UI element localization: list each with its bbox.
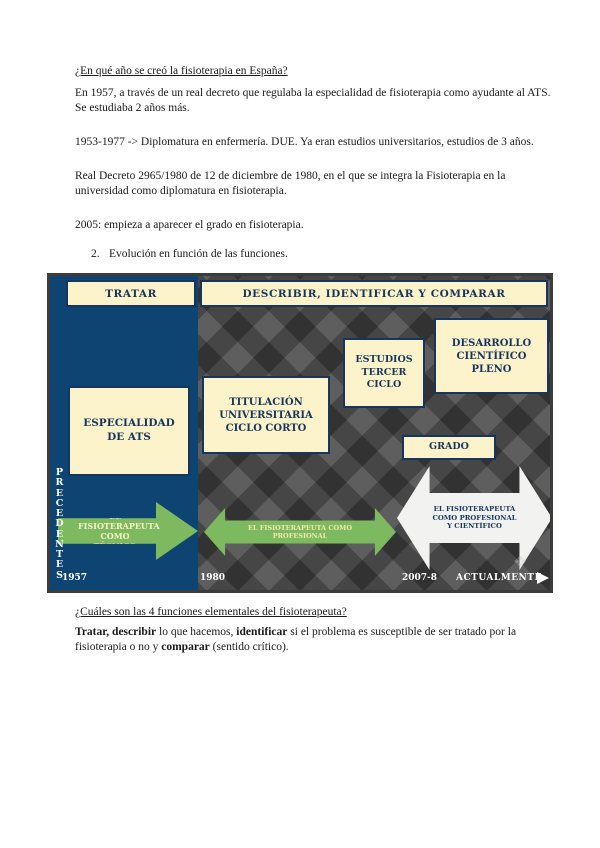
list-item-evolucion: 2. Evolución en función de las funciones… bbox=[91, 247, 552, 263]
year-1957: 1957 bbox=[62, 573, 88, 583]
header-tratar: TRATAR bbox=[66, 280, 196, 307]
box-titulacion-universitaria: TITULACIÓN UNIVERSITARIA CICLO CORTO bbox=[202, 376, 330, 454]
notes-section-top: ¿En qué año se creó la fisioterapia en E… bbox=[75, 0, 552, 263]
label-actualmente: ACTUALMENTE bbox=[456, 573, 542, 583]
list-item-number: 2. bbox=[91, 248, 100, 261]
answer-bold-tratar-describir: Tratar, describir bbox=[75, 625, 157, 638]
answer-text-3: (sentido crítico). bbox=[209, 641, 289, 654]
paragraph-1957: En 1957, a través de un real decreto que… bbox=[75, 86, 551, 115]
arrow-fisioterapeuta-cientifico: EL FISIOTERAPEUTA COMO PROFESIONAL Y CIE… bbox=[397, 466, 550, 570]
arrow-fisioterapeuta-profesional: EL FISIOTERAPEUTA COMO PROFESIONAL bbox=[204, 508, 396, 556]
list-item-text: Evolución en función de las funciones. bbox=[109, 248, 288, 261]
box-estudios-tercer-ciclo: ESTUDIOS TERCER CICLO bbox=[343, 338, 425, 408]
watermark-icon: ❖ bbox=[513, 552, 528, 571]
timeline-arrow-icon bbox=[537, 572, 549, 584]
box-especialidad-de-ats: ESPECIALIDAD DE ATS bbox=[68, 386, 190, 476]
arrow-profesional-label: EL FISIOTERAPEUTA COMO PROFESIONAL bbox=[247, 523, 353, 540]
header-describir-identificar-comparar: DESCRIBIR, IDENTIFICAR Y COMPARAR bbox=[200, 280, 548, 307]
arrow-cientifico-label: EL FISIOTERAPEUTA COMO PROFESIONAL Y CIE… bbox=[432, 504, 517, 531]
answer-bold-identificar: identificar bbox=[236, 625, 288, 638]
answer-bold-comparar: comparar bbox=[161, 641, 210, 654]
evolution-diagram: TRATAR DESCRIBIR, IDENTIFICAR Y COMPARAR… bbox=[47, 273, 553, 593]
paragraph-2005: 2005: empieza a aparecer el grado en fis… bbox=[75, 218, 304, 231]
paragraph-diplomatura: 1953-1977 -> Diplomatura en enfermería. … bbox=[75, 135, 534, 148]
precedentes-vertical-label: PRECEDENTES bbox=[55, 467, 64, 581]
notes-section-bottom: ¿Cuáles son las 4 funciones elementales … bbox=[75, 605, 552, 656]
answer-text-1: lo que hacemos, bbox=[156, 625, 237, 638]
paragraph-real-decreto: Real Decreto 2965/1980 de 12 de diciembr… bbox=[75, 169, 506, 198]
question-heading-1: ¿En qué año se creó la fisioterapia en E… bbox=[75, 65, 288, 77]
box-grado: GRADO bbox=[402, 435, 496, 460]
question-heading-2: ¿Cuáles son las 4 funciones elementales … bbox=[75, 606, 347, 618]
year-2007-8: 2007-8 bbox=[402, 573, 438, 583]
year-1980: 1980 bbox=[200, 573, 226, 583]
box-desarrollo-cientifico: DESARROLLO CIENTÍFICO PLENO bbox=[434, 318, 549, 394]
answer-text-2: si el problema es susceptible de ser tra… bbox=[75, 625, 517, 654]
answer-paragraph: Tratar, describir lo que hacemos, identi… bbox=[75, 625, 552, 656]
